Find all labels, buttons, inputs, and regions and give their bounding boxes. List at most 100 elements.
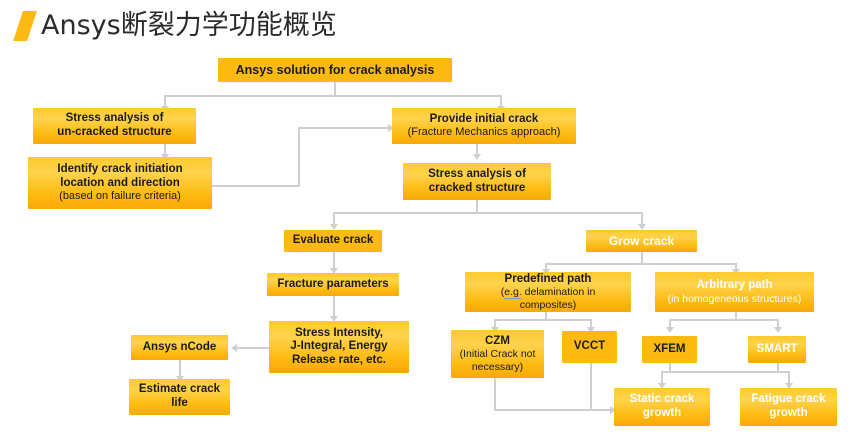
edge-arrow-static [658,383,666,389]
edge-grow-stem [641,252,643,264]
edge-arrow-smart [774,327,782,333]
node-stress-intensity-line3: Release rate, etc. [292,353,386,366]
edge-czm-riser [494,378,496,411]
node-arbitrary-path-sub: (in homogeneous structures) [667,292,802,305]
node-root-label: Ansys solution for crack analysis [235,62,435,77]
edge-identify-riser [298,127,300,187]
edge-xfem-stem [669,363,671,372]
node-predefined-path[interactable]: Predefined path (e.g. delamination in co… [465,272,631,312]
node-vcct-label: VCCT [573,340,606,353]
node-fatigue-line2: growth [769,407,808,419]
edge-predef-bus [494,319,592,321]
node-fracture-parameters-label: Fracture parameters [277,277,389,290]
node-static-line1: Static crack [629,393,695,406]
edge-arrow-xfem [666,327,674,333]
node-vcct[interactable]: VCCT [562,331,617,363]
node-identify-line1: Identify crack initiation [57,162,183,175]
node-static-crack-growth[interactable]: Static crack growth [614,388,710,426]
node-evaluate-crack[interactable]: Evaluate crack [284,230,382,252]
edge-root-to-provide [500,95,502,108]
edge-predef-stem [545,312,547,320]
node-identify[interactable]: Identify crack initiation location and d… [28,157,212,209]
predef-sub-rest: delamination in [521,286,596,299]
edge-arrow-stressint [330,316,338,322]
node-stress-intensity-line2: J-Integral, Energy [290,340,388,353]
node-stress-intensity[interactable]: Stress Intensity, J-Integral, Energy Rel… [269,321,409,373]
node-provide[interactable]: Provide initial crack (Fracture Mechanic… [392,108,576,144]
edge-bottom-bus [661,371,789,373]
node-cracked-line1: Stress analysis of [428,167,526,180]
node-czm-sub1: (Initial Crack not [459,348,536,361]
edge-root-stem [334,82,336,96]
edge-arrow-fracparams [330,268,338,274]
edge-identify-out [212,185,300,187]
node-czm-label: CZM [485,334,510,347]
edge-bus-to-fatigue [788,371,790,385]
edge-stressint-ncode [237,347,270,349]
node-ansys-ncode-label: Ansys nCode [142,340,217,353]
page-title-text: Ansys断裂力学功能概览 [41,10,337,41]
predef-sub-open: ( [500,286,505,299]
node-root[interactable]: Ansys solution for crack analysis [218,58,452,82]
edge-smart-stem [777,363,779,372]
node-cracked[interactable]: Stress analysis of cracked structure [403,163,551,200]
edge-ncode-estimate [179,360,181,378]
node-uncracked-line2: un-cracked structure [57,126,172,138]
edge-root-to-uncracked [164,95,166,108]
node-ansys-ncode[interactable]: Ansys nCode [131,335,228,360]
node-predefined-path-sub: (e.g. delamination in [500,286,596,300]
node-uncracked-line1: Stress analysis of [65,112,164,125]
node-smart-label: SMART [756,342,798,355]
node-identify-line2: location and direction [60,176,180,189]
node-czm[interactable]: CZM (Initial Crack not necessary) [451,330,544,378]
page-title: Ansys断裂力学功能概览 [13,6,337,46]
edge-bus-to-grow [641,212,643,226]
edge-arrow-vcct [587,327,595,333]
edge-provide-cracked [476,144,478,156]
edge-arrow-ncode [231,344,237,352]
edge-fracparams-stressint [333,296,335,318]
node-arbitrary-path-label: Arbitrary path [696,279,773,292]
edge-bus-to-czm [494,319,496,329]
edge-czm-to-static [494,409,612,411]
edge-bus-to-arbitrary [735,263,737,272]
edge-cracked-stem [476,200,478,213]
node-grow-crack-label: Grow crack [608,233,675,248]
edge-bus-to-vcct [590,319,592,329]
node-uncracked[interactable]: Stress analysis of un-cracked structure [33,108,196,144]
node-smart[interactable]: SMART [748,336,806,363]
edge-bus-to-static [661,371,663,385]
node-predefined-path-sub2: composites) [519,298,577,311]
node-static-line2: growth [642,407,682,419]
node-fatigue-crack-growth[interactable]: Fatigue crack growth [740,388,837,426]
edge-identify-to-provide [298,127,390,129]
predef-sub-eg: e.g. [504,286,522,300]
edge-arrow-cracked [473,154,481,160]
edge-arrow-provide-left [388,124,394,132]
edge-grow-bus [545,263,735,265]
node-fatigue-line1: Fatigue crack [751,393,826,406]
node-provide-label: Provide initial crack [429,112,539,125]
edge-bus-to-predef [545,263,547,272]
edge-arbitrary-stem [735,312,737,320]
node-estimate-line1: Estimate crack [138,383,221,396]
node-estimate-crack-life[interactable]: Estimate crack life [129,379,230,415]
edge-bus-to-evaluate [333,212,335,226]
edge-root-bus [164,95,502,97]
edge-bus-to-smart [777,319,779,329]
node-arbitrary-path[interactable]: Arbitrary path (in homogeneous structure… [655,272,814,312]
node-fracture-parameters[interactable]: Fracture parameters [267,273,399,296]
edge-arrow-evaluate [330,224,338,230]
edge-arrow-fatigue [785,383,793,389]
accent-slash-icon [13,11,37,41]
node-xfem[interactable]: XFEM [642,336,697,363]
edge-cracked-bus [333,212,643,214]
node-cracked-line2: cracked structure [428,181,526,194]
node-estimate-line2: life [171,397,188,409]
edge-vcct-to-static [590,409,614,411]
edge-arbitrary-bus [669,319,779,321]
node-xfem-label: XFEM [653,342,686,355]
node-predefined-path-label: Predefined path [504,272,592,285]
node-grow-crack[interactable]: Grow crack [586,230,697,252]
